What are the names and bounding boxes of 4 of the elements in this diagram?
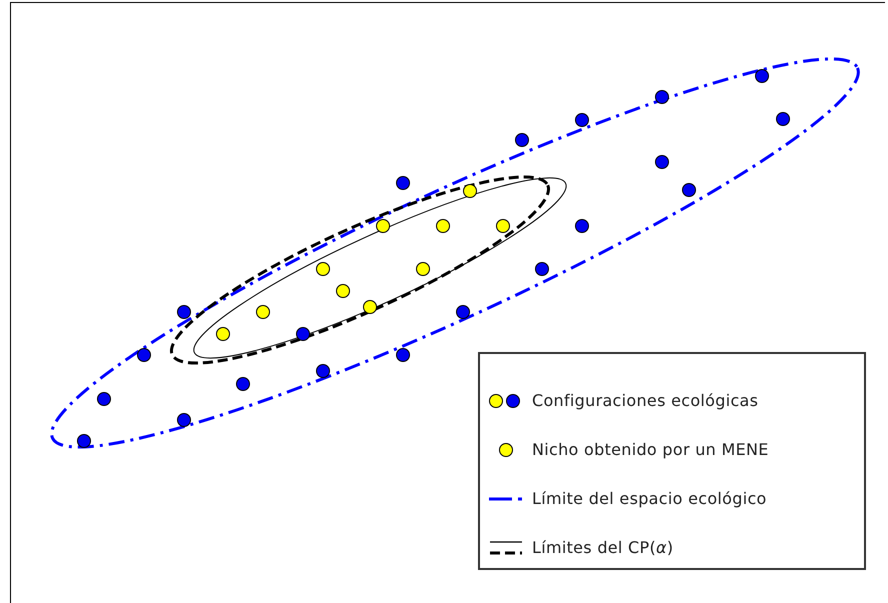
legend-label: Nicho obtenido por un MENE xyxy=(532,440,769,459)
legend-label: Límites del CP(α) xyxy=(532,538,674,557)
legend-label: Límite del espacio ecológico xyxy=(532,489,767,508)
legend-label: Configuraciones ecológicas xyxy=(532,391,758,410)
